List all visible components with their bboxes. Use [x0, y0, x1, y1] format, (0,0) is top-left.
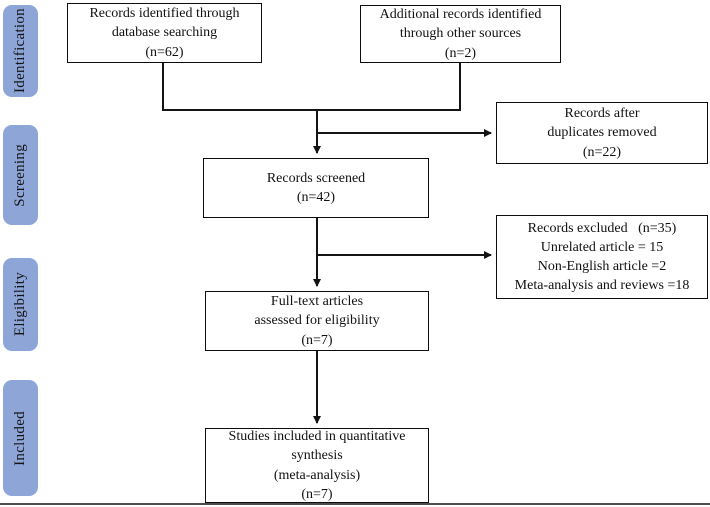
- box-records-excluded: Records excluded (n=35) Unrelated articl…: [496, 215, 708, 299]
- box-additional-records: Additional records identified through ot…: [360, 5, 561, 63]
- box-fulltext-assessed: Full-text articles assessed for eligibil…: [205, 291, 429, 351]
- box-records-identified: Records identified through database sear…: [67, 3, 262, 63]
- stage-label-eligibility: Eligibility: [12, 272, 28, 337]
- stage-tab-included: Included: [3, 380, 38, 496]
- bottom-divider: [0, 503, 710, 505]
- box-studies-included: Studies included in quantitative synthes…: [205, 428, 429, 503]
- box-duplicates-removed: Records after duplicates removed (n=22): [496, 102, 708, 164]
- stage-label-screening: Screening: [12, 143, 28, 207]
- connector-merge-top: [162, 63, 461, 111]
- box-records-screened: Records screened (n=42): [203, 158, 429, 218]
- stage-label-included: Included: [12, 410, 28, 466]
- stage-tab-screening: Screening: [3, 125, 38, 225]
- stage-label-identification: Identification: [12, 8, 28, 94]
- stage-tab-eligibility: Eligibility: [3, 258, 38, 351]
- stage-tab-identification: Identification: [3, 5, 38, 97]
